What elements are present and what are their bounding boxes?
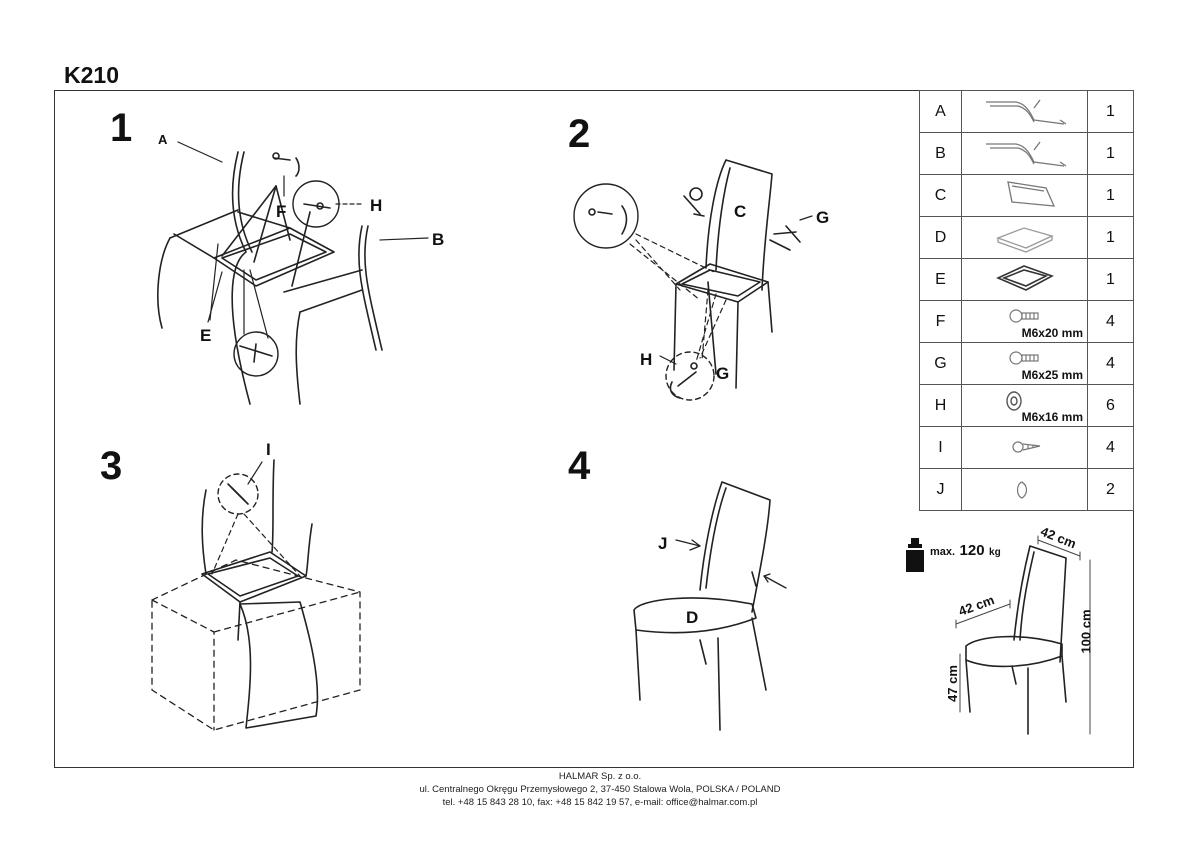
screw-icon [968,430,1078,469]
label-h-step1: H [370,196,383,215]
step1-drawing [157,141,429,405]
seat-cushion-icon [968,220,1078,259]
footer-company: HALMAR Sp. z o.o. [558,771,642,782]
step-number-3: 3 [100,444,123,488]
step-number-2: 2 [568,112,591,156]
cap-icon [968,472,1078,511]
step2-drawing [573,159,813,401]
seat-frame-icon [968,262,1078,301]
dim-total-height: 100 cm [1078,609,1094,654]
backrest-panel-icon [968,178,1078,217]
part-letter: C [919,174,962,217]
part-quantity: 1 [1087,132,1134,175]
label-c: C [734,202,747,221]
part-letter: E [919,258,962,301]
part-image [961,468,1088,511]
instruction-frame [54,90,1134,768]
label-f: F [276,202,287,221]
part-quantity: 1 [1087,90,1134,133]
part-letter: B [919,132,962,175]
part-image [961,258,1088,301]
label-b: B [432,230,445,249]
part-image [961,132,1088,175]
part-quantity: 1 [1087,174,1134,217]
footer-address: ul. Centralnego Okręgu Przemysłowego 2, … [419,784,781,795]
part-image [961,216,1088,259]
part-quantity: 2 [1087,468,1134,511]
footer-contact: tel. +48 15 843 28 10, fax: +48 15 842 1… [442,797,758,808]
part-letter: G [919,342,962,385]
part-image [961,90,1088,133]
part-image [961,426,1088,469]
dim-seat-height: 47 cm [944,665,960,702]
parts-row: G M6x25 mm 4 [919,342,1134,385]
step4-drawing [633,481,787,731]
weight-icon [906,538,924,572]
part-letter: H [919,384,962,427]
washer-icon [968,388,1078,427]
part-quantity: 4 [1087,342,1134,385]
part-spec: M6x25 mm [1021,368,1083,382]
part-image: M6x16 mm [961,384,1088,427]
spec-chair-drawing [955,535,1091,735]
part-quantity: 6 [1087,384,1134,427]
label-e: E [200,326,212,345]
bolt-icon [968,346,1078,385]
chair-leg-frame-icon [968,94,1078,133]
part-quantity: 4 [1087,426,1134,469]
part-image [961,174,1088,217]
part-quantity: 1 [1087,258,1134,301]
label-j: J [658,534,668,553]
label-g-step2-top: G [816,208,830,227]
label-h-step2: H [640,350,653,369]
part-letter: F [919,300,962,343]
part-letter: D [919,216,962,259]
parts-row: H M6x16 mm 6 [919,384,1134,427]
label-a: A [158,132,168,147]
parts-row: F M6x20 mm 4 [919,300,1134,343]
footer: HALMAR Sp. z o.o. ul. Centralnego Okręgu… [0,770,1200,809]
chair-leg-frame-icon [968,136,1078,175]
part-spec: M6x20 mm [1021,326,1083,340]
part-quantity: 4 [1087,300,1134,343]
document-title: K210 [64,62,119,88]
label-d: D [686,608,699,627]
part-spec: M6x16 mm [1021,410,1083,424]
step3-drawing [151,459,361,731]
max-load: max. 120 kg [930,542,1001,559]
part-image: M6x25 mm [961,342,1088,385]
label-i: I [266,440,271,459]
label-g-step2-bottom: G [716,364,730,383]
part-quantity: 1 [1087,216,1134,259]
step-number-4: 4 [568,444,591,488]
part-letter: A [919,90,962,133]
part-letter: J [919,468,962,511]
part-letter: I [919,426,962,469]
step-number-1: 1 [110,106,133,150]
bolt-icon [968,304,1078,343]
part-image: M6x20 mm [961,300,1088,343]
